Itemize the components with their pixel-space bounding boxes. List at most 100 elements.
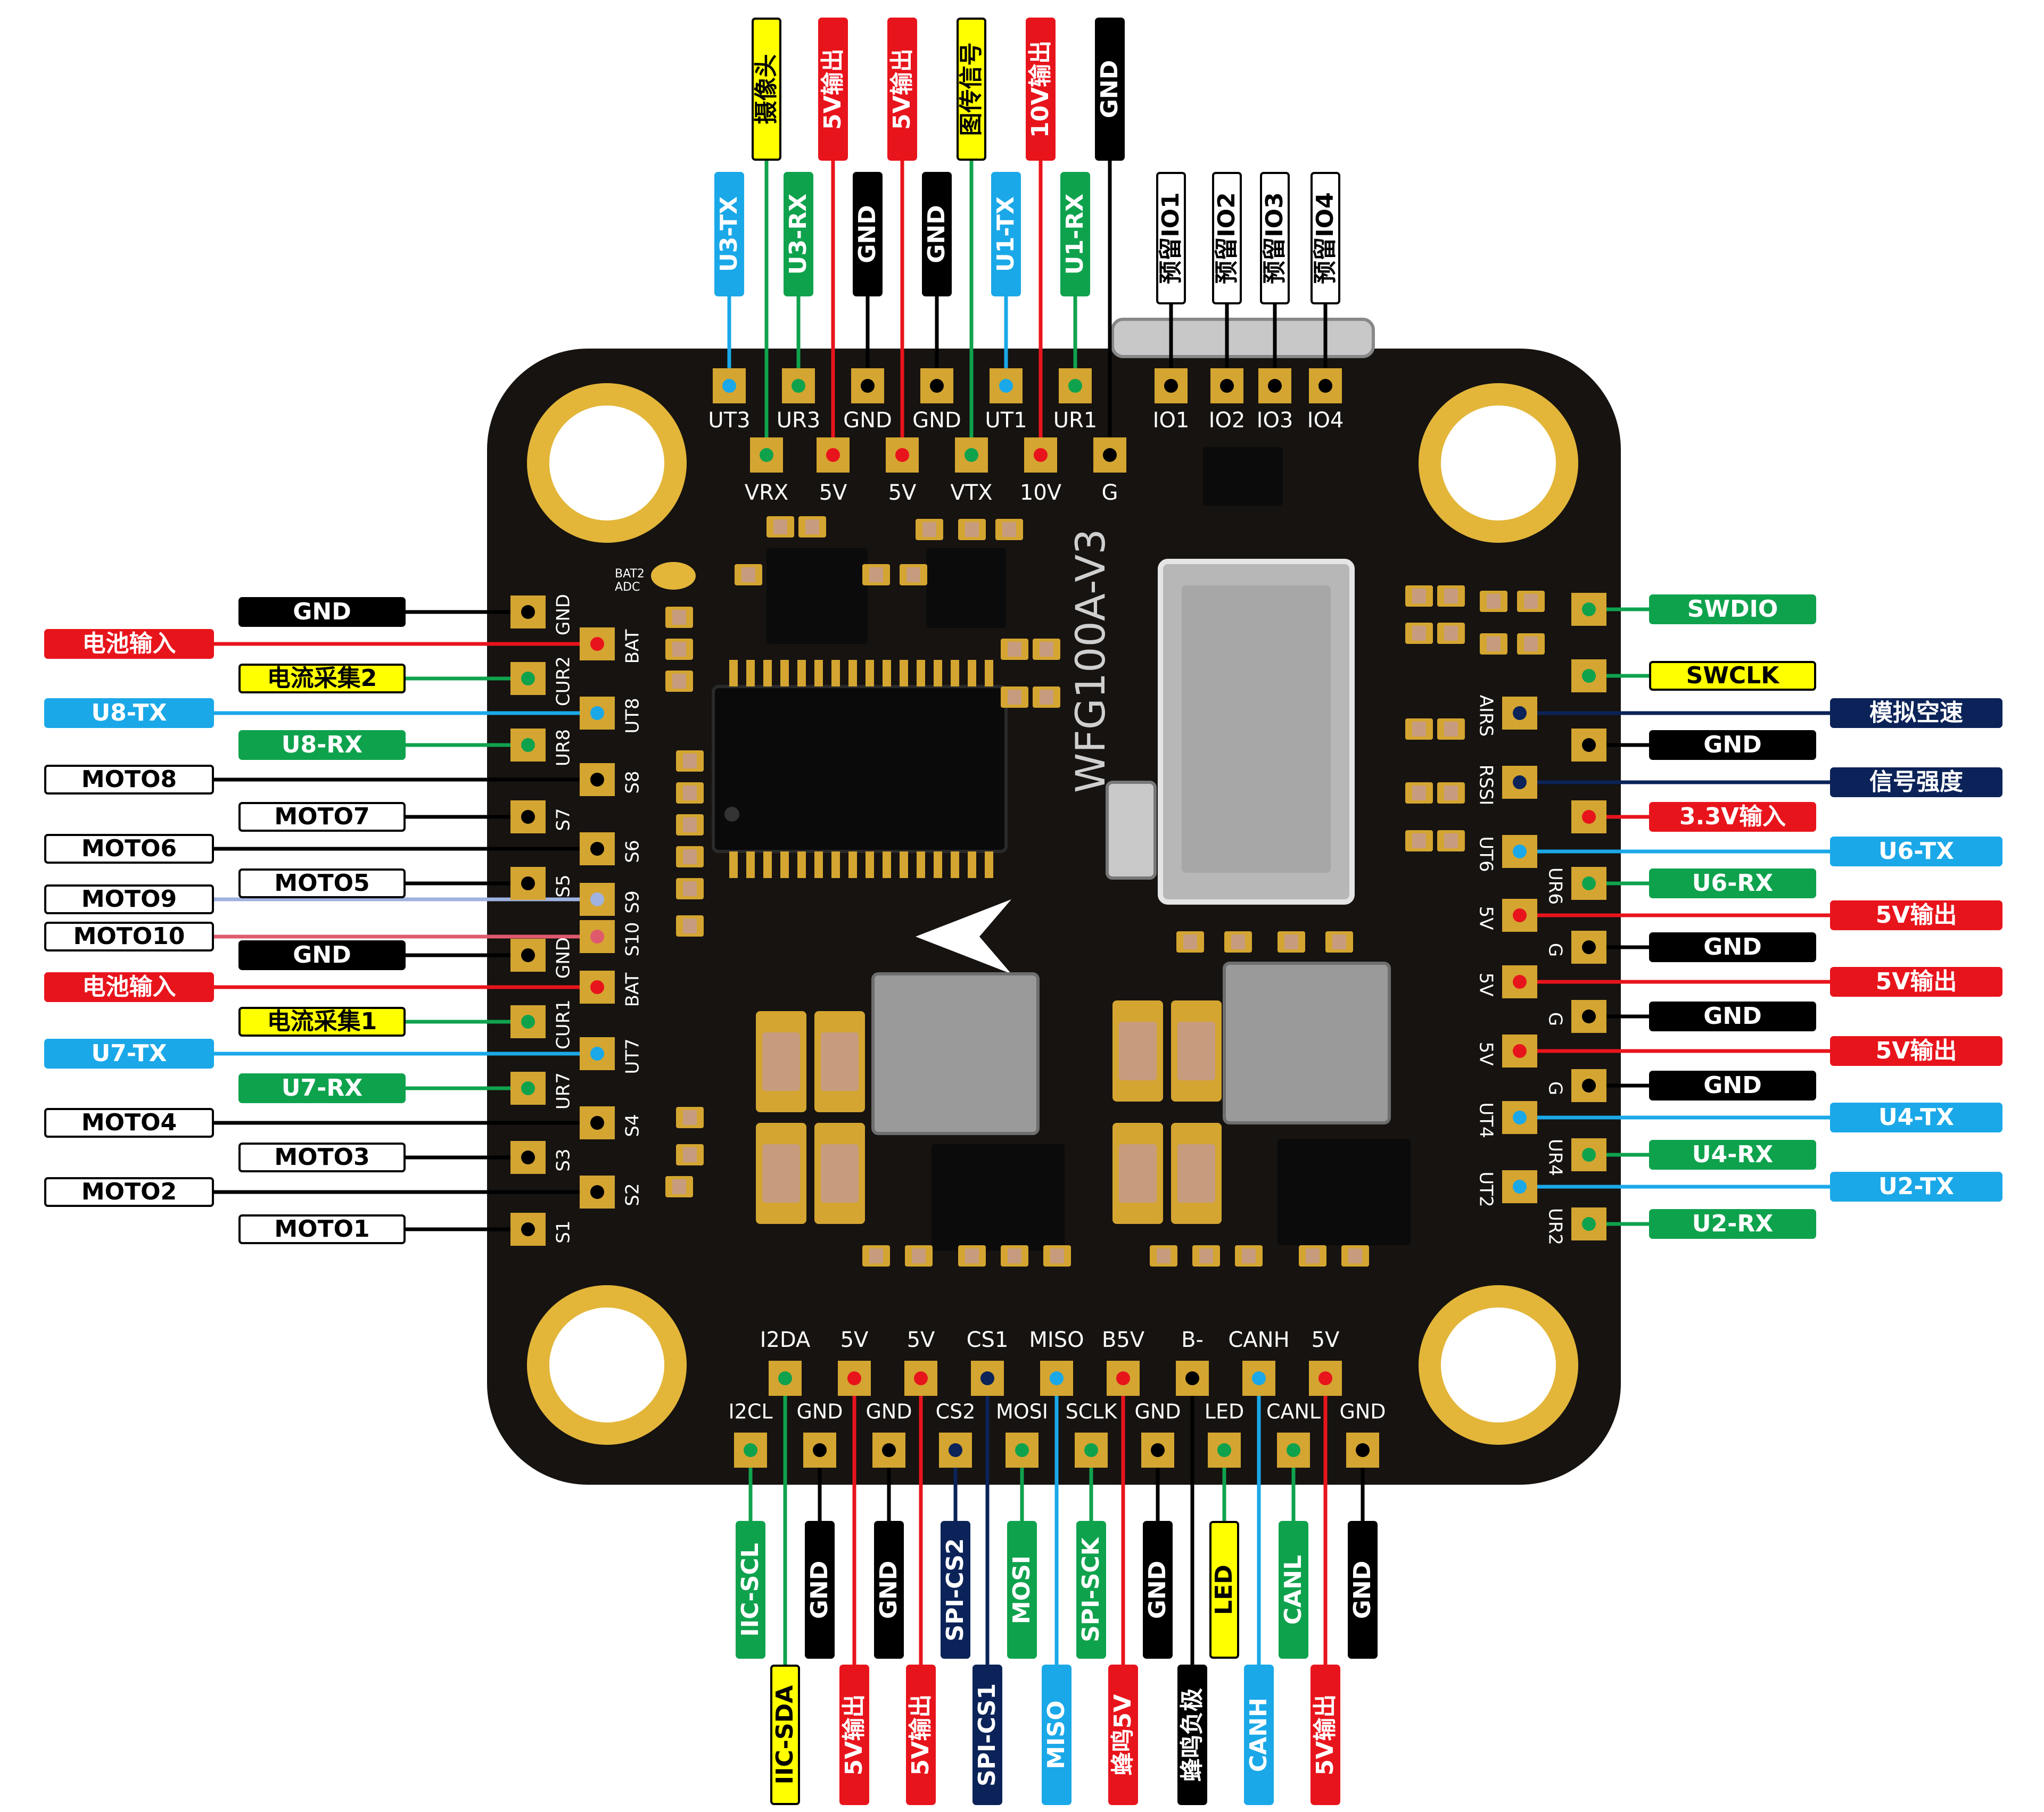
mcu-pin xyxy=(968,660,976,686)
silk-bottom-lower-3: CS2 xyxy=(936,1400,976,1424)
silk-left-outer-9: S1 xyxy=(553,1220,574,1243)
pad-right-inner-3-dot xyxy=(1513,908,1527,922)
tag-left-outer-3 xyxy=(238,802,406,832)
pad-bottom-lower-4-dot xyxy=(1015,1443,1029,1457)
pad-bottom-lower-0-dot xyxy=(744,1443,757,1457)
pad-bottom-lower-2-dot xyxy=(882,1443,896,1457)
tag-left-outer-5-text: GND xyxy=(293,941,351,969)
tag-left-inner-3 xyxy=(44,834,214,864)
silk-bottom-lower-9: GND xyxy=(1339,1400,1386,1424)
sd-card-slot xyxy=(1158,559,1355,905)
pad-bottom-upper-1-dot xyxy=(847,1371,861,1385)
tag-top-lower-0 xyxy=(752,18,781,161)
tag-top-upper-6-text: 预留IO1 xyxy=(1157,192,1184,284)
tag-top-upper-2 xyxy=(853,172,883,296)
smd-passive-body xyxy=(1487,636,1501,651)
silk-bottom-upper-0: I2DA xyxy=(760,1328,811,1352)
pad-right-inner-7-dot xyxy=(1513,1180,1527,1194)
pad-left-outer-2-dot xyxy=(521,738,535,752)
tag-bottom-upper-8-text: 5V输出 xyxy=(1312,1694,1339,1776)
silk-left-outer-8: S3 xyxy=(553,1148,574,1171)
pad-bottom-lower-7-dot xyxy=(1217,1443,1231,1457)
tag-right-outer-4 xyxy=(1649,868,1816,898)
mcu-pin xyxy=(951,660,959,686)
tag-left-inner-0 xyxy=(44,629,214,659)
tag-right-outer-8 xyxy=(1649,1140,1816,1170)
smd-passive-body xyxy=(1008,642,1021,657)
smd-passive-body xyxy=(1199,1248,1213,1263)
pad-left-outer-6-dot xyxy=(521,1015,535,1029)
regulator-right xyxy=(1278,1139,1411,1245)
tag-top-upper-6 xyxy=(1156,172,1186,304)
tag-top-lower-5 xyxy=(1095,18,1125,161)
pad-left-outer-3-dot xyxy=(521,810,535,824)
tag-top-upper-9-text: 预留IO4 xyxy=(1312,192,1339,284)
silk-left-inner-3: S6 xyxy=(622,840,644,863)
silk-right-outer-7: G xyxy=(1545,1081,1566,1095)
smd-passive-body xyxy=(1231,934,1245,949)
smd-passive-body xyxy=(683,1147,697,1162)
mcu-pin xyxy=(780,851,789,878)
tag-bottom-lower-4-text: MOSI xyxy=(1008,1555,1035,1624)
pad-left-inner-8-dot xyxy=(590,1116,604,1130)
tag-right-outer-1 xyxy=(1649,661,1816,691)
pad-left-outer-7-dot xyxy=(521,1081,535,1095)
mcu-pin xyxy=(797,851,806,878)
passive-components xyxy=(665,516,1545,1267)
tag-right-inner-2-text: U6-TX xyxy=(1878,838,1954,865)
pad-top-upper-2-dot xyxy=(861,379,875,393)
mcu-pin xyxy=(814,851,823,878)
mcu-pin xyxy=(883,660,891,686)
pad-top-upper-5-dot xyxy=(1068,379,1082,393)
pad-right-outer-4-dot xyxy=(1582,876,1596,890)
pad-left-inner-1-dot xyxy=(590,706,604,720)
pad-top-lower-1-dot xyxy=(826,448,840,462)
tag-top-upper-4-text: U1-TX xyxy=(992,196,1019,272)
mcu-pin xyxy=(866,660,874,686)
pad-bottom-upper-8-dot xyxy=(1318,1371,1332,1385)
tag-left-inner-8-text: MOTO4 xyxy=(81,1109,177,1136)
silk-right-outer-8: UR4 xyxy=(1545,1139,1566,1176)
pad-left-outer-1-dot xyxy=(521,672,535,685)
mcu-pin xyxy=(797,660,806,686)
inductor-left xyxy=(871,972,1040,1135)
tag-left-outer-0-text: GND xyxy=(293,598,351,625)
smd-passive-body xyxy=(683,881,697,896)
tag-bottom-upper-4-text: MISO xyxy=(1043,1700,1070,1769)
silk-right-inner-0: AIRS xyxy=(1476,695,1497,737)
smd-passive-body xyxy=(683,785,697,800)
pad-right-inner-1-dot xyxy=(1513,775,1527,789)
smd-passive-body xyxy=(1157,1248,1171,1263)
pad-left-inner-6-dot xyxy=(590,980,604,994)
mounting-hole-bottom-left xyxy=(527,1285,687,1445)
capacitor-body xyxy=(1119,1022,1157,1080)
tag-top-upper-1 xyxy=(784,172,813,296)
tag-bottom-lower-5 xyxy=(1076,1521,1106,1659)
mcu-pin xyxy=(900,851,908,878)
tag-top-upper-0 xyxy=(714,172,744,296)
mcu-pin xyxy=(985,660,993,686)
tag-bottom-upper-0-text: IIC-SDA xyxy=(771,1685,798,1785)
smd-passive-body xyxy=(1524,594,1538,609)
tag-bottom-lower-6 xyxy=(1143,1521,1173,1659)
tag-left-inner-9 xyxy=(44,1177,214,1207)
tag-left-inner-2 xyxy=(44,765,214,795)
pad-right-inner-5-dot xyxy=(1513,1044,1527,1058)
tag-right-inner-7-text: U2-TX xyxy=(1878,1173,1954,1200)
silk-top-lower-1: 5V xyxy=(819,481,847,505)
smd-passive-body xyxy=(1444,785,1458,800)
tag-bottom-lower-9 xyxy=(1348,1521,1378,1659)
mcu-pin xyxy=(746,660,755,686)
tag-left-outer-2-text: U8-RX xyxy=(282,731,362,758)
tag-right-outer-3 xyxy=(1649,802,1816,832)
tag-left-inner-6-text: 电池输入 xyxy=(83,973,176,1000)
smd-passive-body xyxy=(683,919,697,933)
pad-left-inner-0-dot xyxy=(590,637,604,651)
tag-top-upper-9 xyxy=(1311,172,1340,304)
tag-bottom-lower-3-text: SPI-CS2 xyxy=(942,1538,969,1642)
mounting-hole-top-right xyxy=(1419,383,1578,543)
mounting-hole-top-left xyxy=(527,383,687,543)
